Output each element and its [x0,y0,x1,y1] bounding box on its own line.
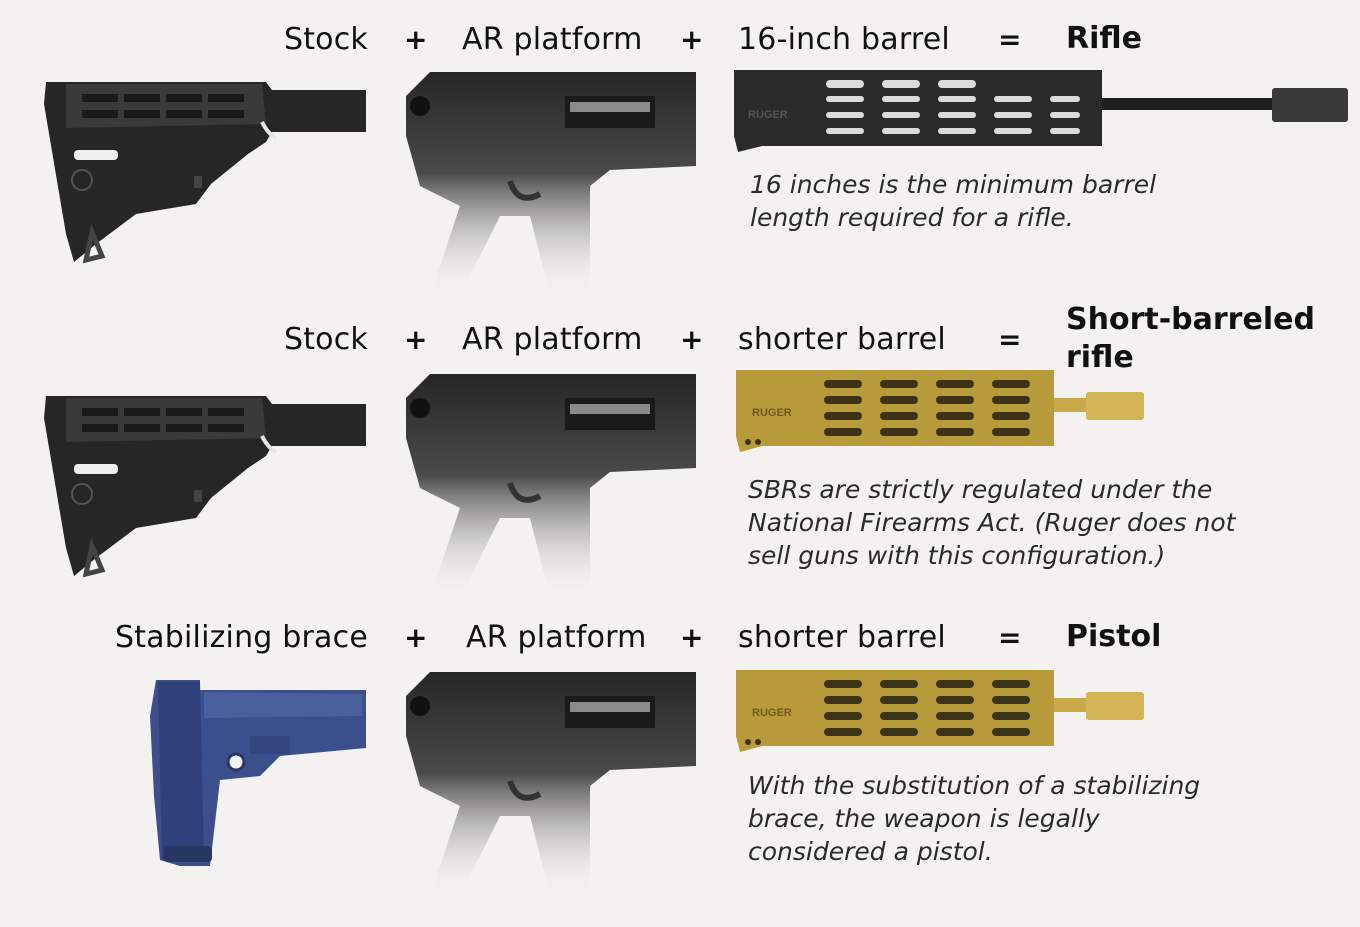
note-line: length required for a rifle. [750,203,1074,232]
left-part-label: Stock [283,22,368,57]
equals-sign: = [998,621,1022,654]
ar-platform-image [406,374,696,598]
brace-image [150,680,366,866]
stock-image [44,82,366,264]
left-part-label: Stock [283,322,368,357]
ar-platform-image [406,72,696,296]
middle-part-label: AR platform [466,620,647,655]
plus-sign: + [404,323,428,356]
ar-platform-image [406,672,696,896]
plus-sign: + [680,23,704,56]
long-black-barrel-image: RUGER [734,70,1348,152]
plus-sign: + [404,23,428,56]
note-line: National Firearms Act. (Ruger does not [748,508,1236,537]
row-pistol: Stabilizing brace + AR platform + shorte… [0,600,1360,927]
result-label: Rifle [1066,21,1142,56]
barrel-brand: RUGER [752,707,792,719]
plus-sign: + [404,621,428,654]
note-line: SBRs are strictly regulated under the [748,475,1213,504]
barrel-part-label: 16-inch barrel [738,22,950,57]
short-gold-barrel-image: RUGER [736,370,1144,452]
stock-image [44,396,366,578]
left-part-label: Stabilizing brace [114,620,368,655]
row-rifle: Stock + AR platform + 16-inch barrel = R… [0,0,1360,300]
plus-sign: + [680,323,704,356]
barrel-brand: RUGER [748,109,788,121]
barrel-part-label: shorter barrel [738,620,946,655]
note-line: With the substitution of a stabilizing [748,771,1201,800]
barrel-part-label: shorter barrel [738,322,946,357]
middle-part-label: AR platform [462,322,643,357]
note-line: brace, the weapon is legally [748,804,1100,833]
note-line: considered a pistol. [748,837,993,866]
equals-sign: = [998,23,1022,56]
equals-sign: = [998,323,1022,356]
result-label: Short-barreled rifle [1066,302,1315,375]
barrel-brand: RUGER [752,407,792,419]
result-label: Pistol [1066,619,1162,654]
plus-sign: + [680,621,704,654]
middle-part-label: AR platform [462,22,643,57]
row-short-barreled-rifle: Stock + AR platform + shorter barrel = S… [0,300,1360,600]
short-gold-barrel-image: RUGER [736,670,1144,752]
note-line: 16 inches is the minimum barrel [750,170,1157,199]
note-line: sell guns with this configuration.) [748,541,1166,570]
